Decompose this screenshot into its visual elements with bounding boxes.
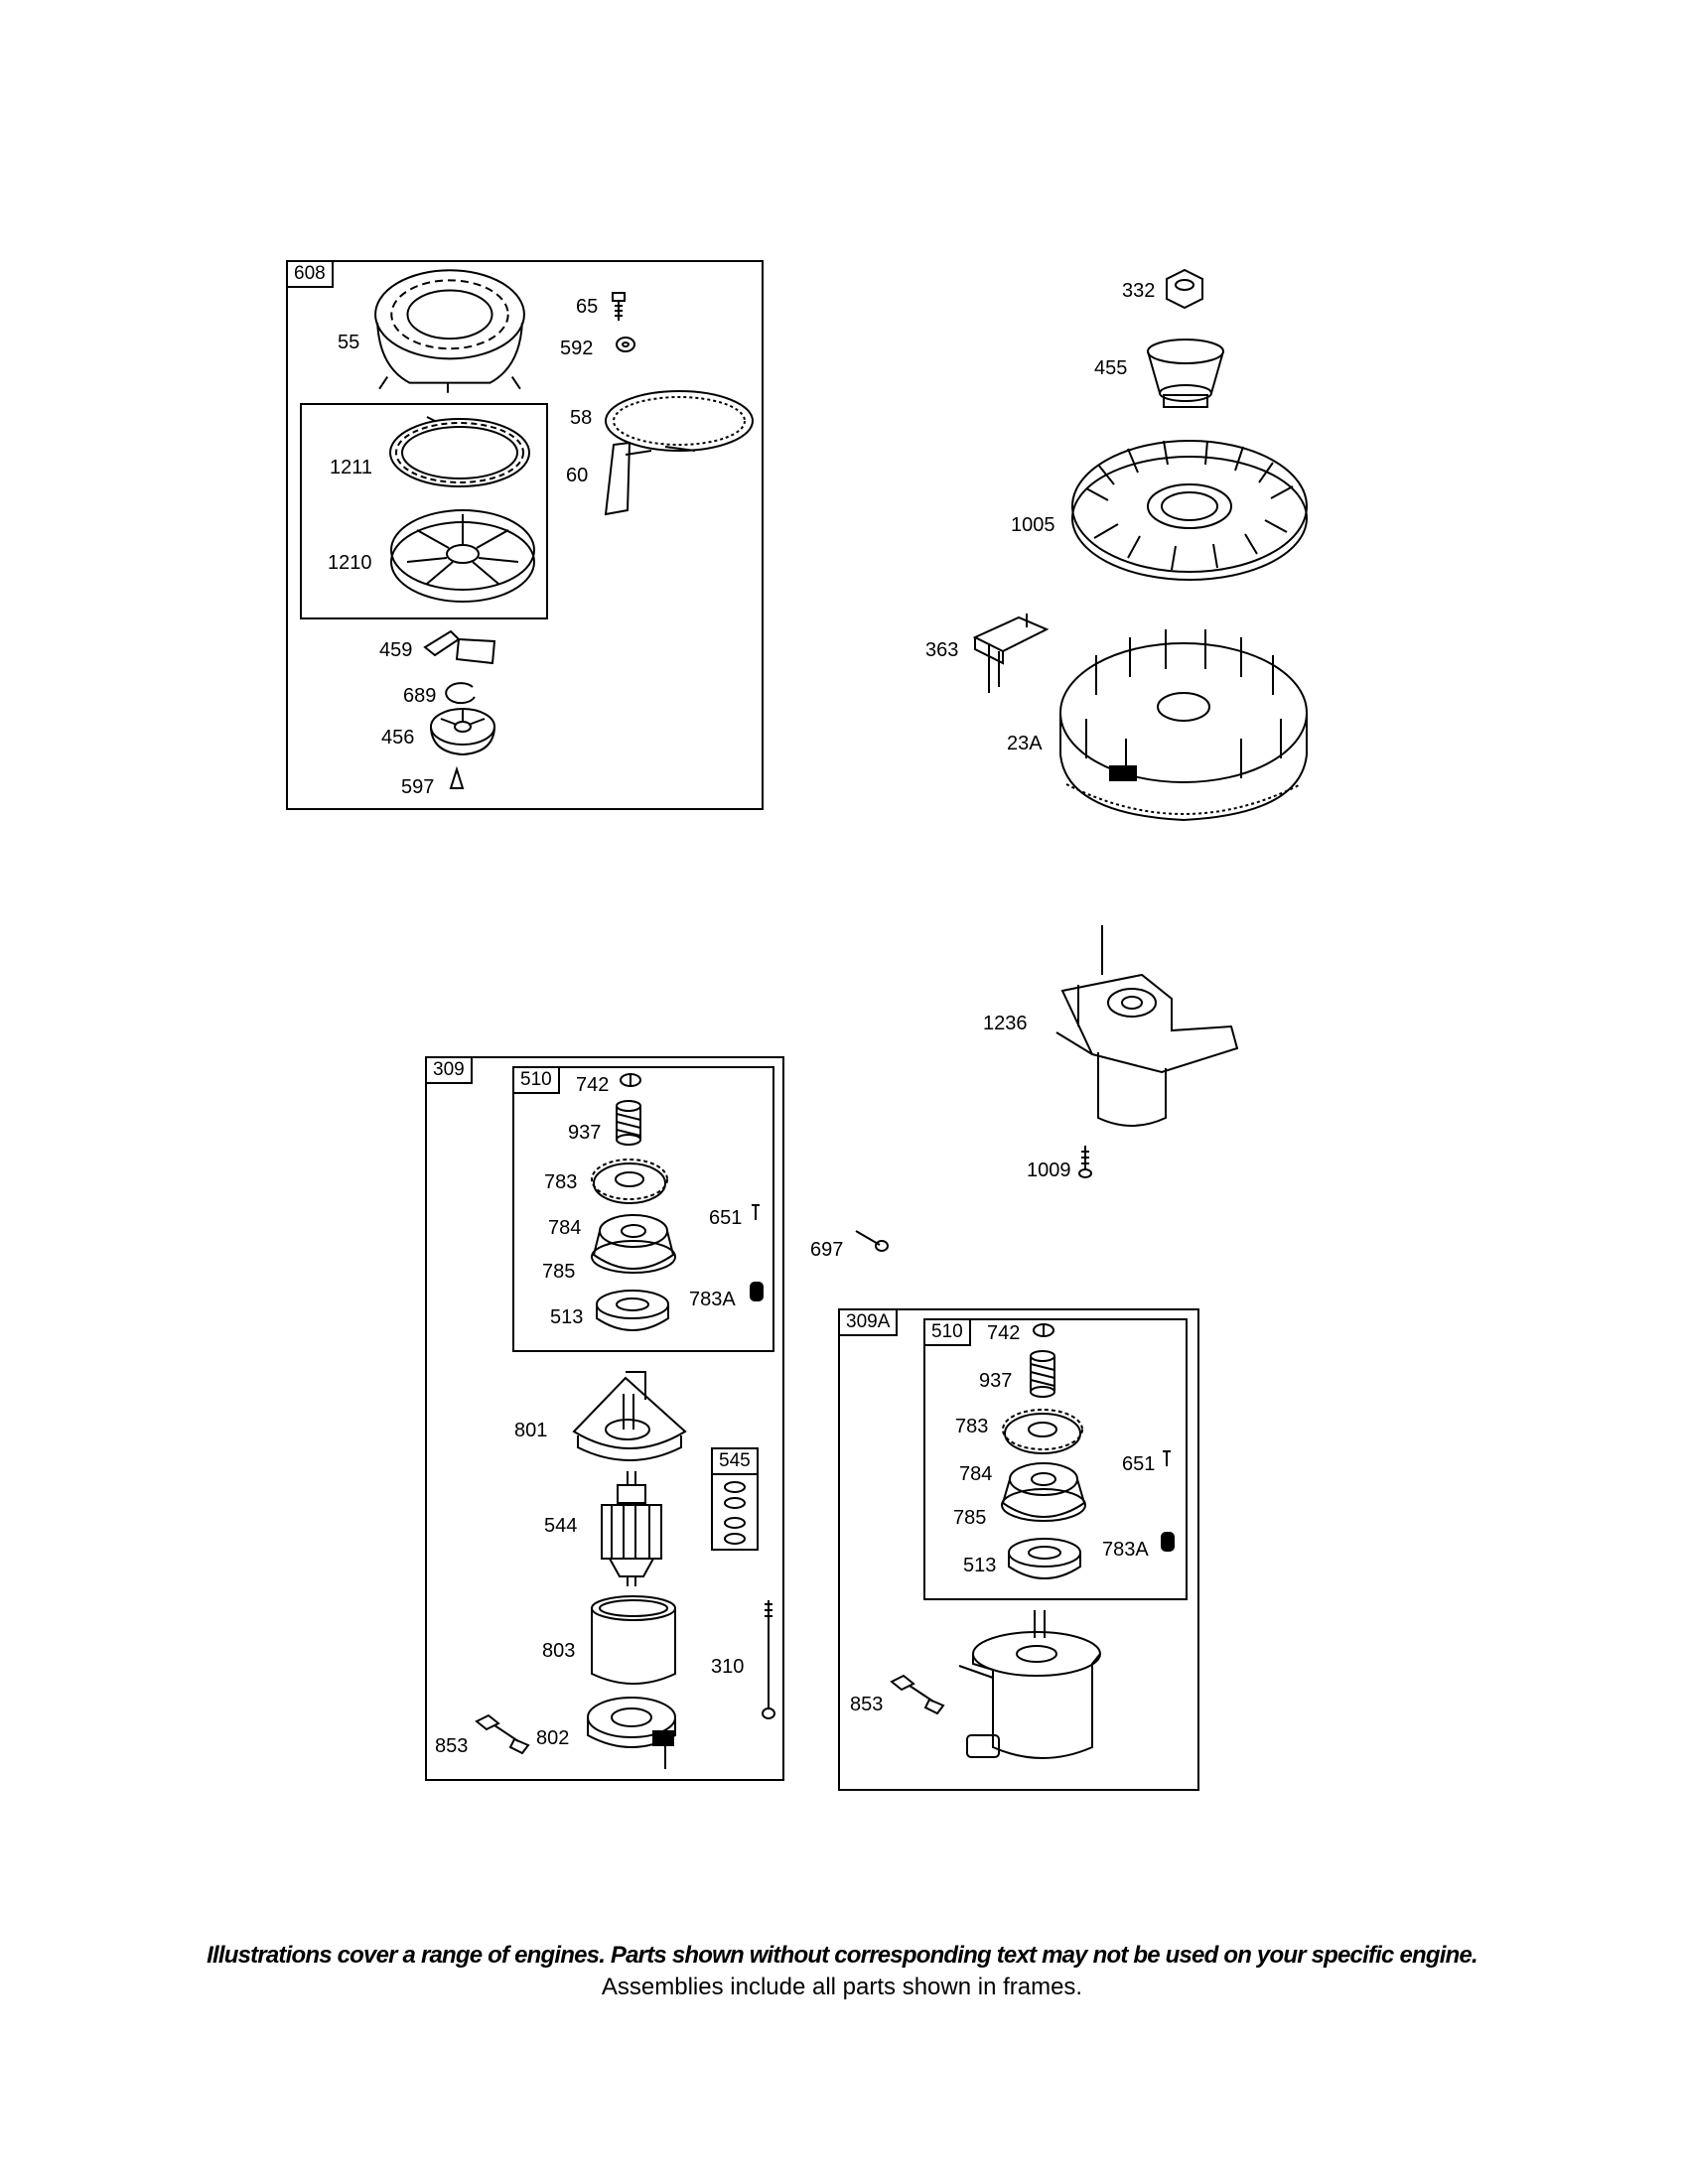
starter-handle-part [596, 441, 655, 516]
label-455: 455 [1094, 357, 1128, 379]
label-651-a: 651 [709, 1207, 743, 1229]
retainer-742-a-part [620, 1072, 641, 1088]
flywheel-part [1056, 615, 1311, 830]
blower-housing-part [369, 266, 530, 397]
label-742-b: 742 [987, 1322, 1021, 1344]
housing-803-part [588, 1594, 679, 1688]
connector-853-b-part [890, 1674, 947, 1715]
end-cap-801-part [568, 1370, 691, 1461]
label-651-b: 651 [1122, 1453, 1156, 1475]
label-513-a: 513 [550, 1306, 584, 1328]
frame-545-tag: 545 [711, 1447, 759, 1475]
label-1236: 1236 [983, 1013, 1028, 1034]
label-544: 544 [544, 1515, 578, 1537]
washers-545-part [721, 1481, 749, 1547]
frame-510-a-tag: 510 [512, 1066, 560, 1094]
label-785-b: 785 [953, 1507, 987, 1529]
label-742-a: 742 [576, 1074, 610, 1096]
frame-608-tag: 608 [286, 260, 334, 288]
pinion-513-a-part [594, 1287, 671, 1336]
gear-783-b-part [999, 1404, 1086, 1459]
label-65: 65 [576, 296, 599, 318]
label-55: 55 [338, 332, 360, 353]
label-58: 58 [570, 407, 593, 429]
cap-783a-b-part [1160, 1531, 1176, 1553]
label-803: 803 [542, 1640, 576, 1662]
label-689: 689 [403, 685, 437, 707]
label-456: 456 [381, 727, 415, 749]
label-783-b: 783 [955, 1416, 989, 1437]
label-937-b: 937 [979, 1370, 1013, 1392]
pawl-part [423, 625, 498, 667]
label-23a: 23A [1007, 733, 1043, 754]
label-853-b: 853 [850, 1694, 884, 1715]
label-60: 60 [566, 465, 589, 486]
spring-937-b-part [1027, 1350, 1058, 1400]
ratchet-part [427, 703, 498, 758]
frame-608-inner [300, 403, 548, 619]
cap-783a-a-part [749, 1281, 765, 1302]
label-937-a: 937 [568, 1122, 602, 1144]
label-459: 459 [379, 639, 413, 661]
label-784-a: 784 [548, 1217, 582, 1239]
connector-853-a-part [475, 1713, 532, 1755]
label-310: 310 [711, 1656, 745, 1678]
bolt-310-part [761, 1598, 776, 1721]
label-1210: 1210 [328, 552, 372, 574]
starter-rope-part [602, 385, 757, 465]
retainer-742-b-part [1033, 1322, 1054, 1338]
pinion-513-b-part [1005, 1535, 1084, 1584]
screw-697-part [854, 1227, 890, 1253]
flywheel-nut-part [1164, 268, 1205, 310]
label-783a-b: 783A [1102, 1539, 1149, 1561]
frame-510-a: 510 [512, 1066, 774, 1352]
label-802: 802 [536, 1727, 570, 1749]
label-1211: 1211 [330, 457, 373, 478]
flywheel-puller-part [971, 608, 1051, 695]
label-784-b: 784 [959, 1463, 993, 1485]
label-853-a: 853 [435, 1735, 469, 1757]
label-785-a: 785 [542, 1261, 576, 1283]
retainer-ring-part [445, 681, 479, 705]
starter-motor-1236-part [1043, 923, 1241, 1142]
frame-608: 608 [286, 260, 764, 810]
frame-510-b: 510 [923, 1318, 1188, 1600]
frame-309a: 309A [838, 1308, 1199, 1791]
screw-1009-part [1078, 1144, 1092, 1179]
frame-545: 545 [711, 1447, 759, 1551]
frames-note: Assemblies include all parts shown in fr… [601, 1974, 1083, 2000]
pulley-part [387, 500, 538, 612]
rewind-spring-part [387, 409, 532, 490]
spring-937-a-part [614, 1100, 643, 1148]
frame-309-tag: 309 [425, 1056, 473, 1084]
gear-783-a-part [588, 1154, 671, 1209]
label-783a-a: 783A [689, 1289, 736, 1310]
range-disclaimer: Illustrations cover a range of engines. … [207, 1942, 1478, 1969]
label-513-b: 513 [963, 1555, 997, 1576]
starter-motor-309a-part [953, 1608, 1120, 1777]
clutch-784-a-part [588, 1211, 679, 1281]
label-332: 332 [1122, 280, 1156, 302]
label-363: 363 [925, 639, 959, 661]
flywheel-fan-part [1068, 435, 1311, 586]
label-801: 801 [514, 1420, 548, 1441]
screw-65-part [612, 292, 626, 322]
label-592: 592 [560, 338, 594, 359]
screw-597-part [449, 768, 465, 790]
pin-651-b-part [1162, 1449, 1172, 1467]
armature-544-part [596, 1469, 667, 1588]
clutch-784-b-part [997, 1459, 1090, 1529]
label-783-a: 783 [544, 1171, 578, 1193]
label-597: 597 [401, 776, 435, 798]
label-1005: 1005 [1011, 514, 1055, 536]
nut-592-part [616, 336, 635, 353]
label-1009: 1009 [1027, 1160, 1071, 1181]
frame-309a-tag: 309A [838, 1308, 899, 1336]
starter-cup-part [1144, 338, 1227, 411]
label-697: 697 [810, 1239, 844, 1261]
frame-309: 309 [425, 1056, 784, 1781]
brush-plate-802-part [584, 1692, 681, 1773]
pin-651-a-part [751, 1203, 761, 1221]
frame-510-b-tag: 510 [923, 1318, 971, 1346]
